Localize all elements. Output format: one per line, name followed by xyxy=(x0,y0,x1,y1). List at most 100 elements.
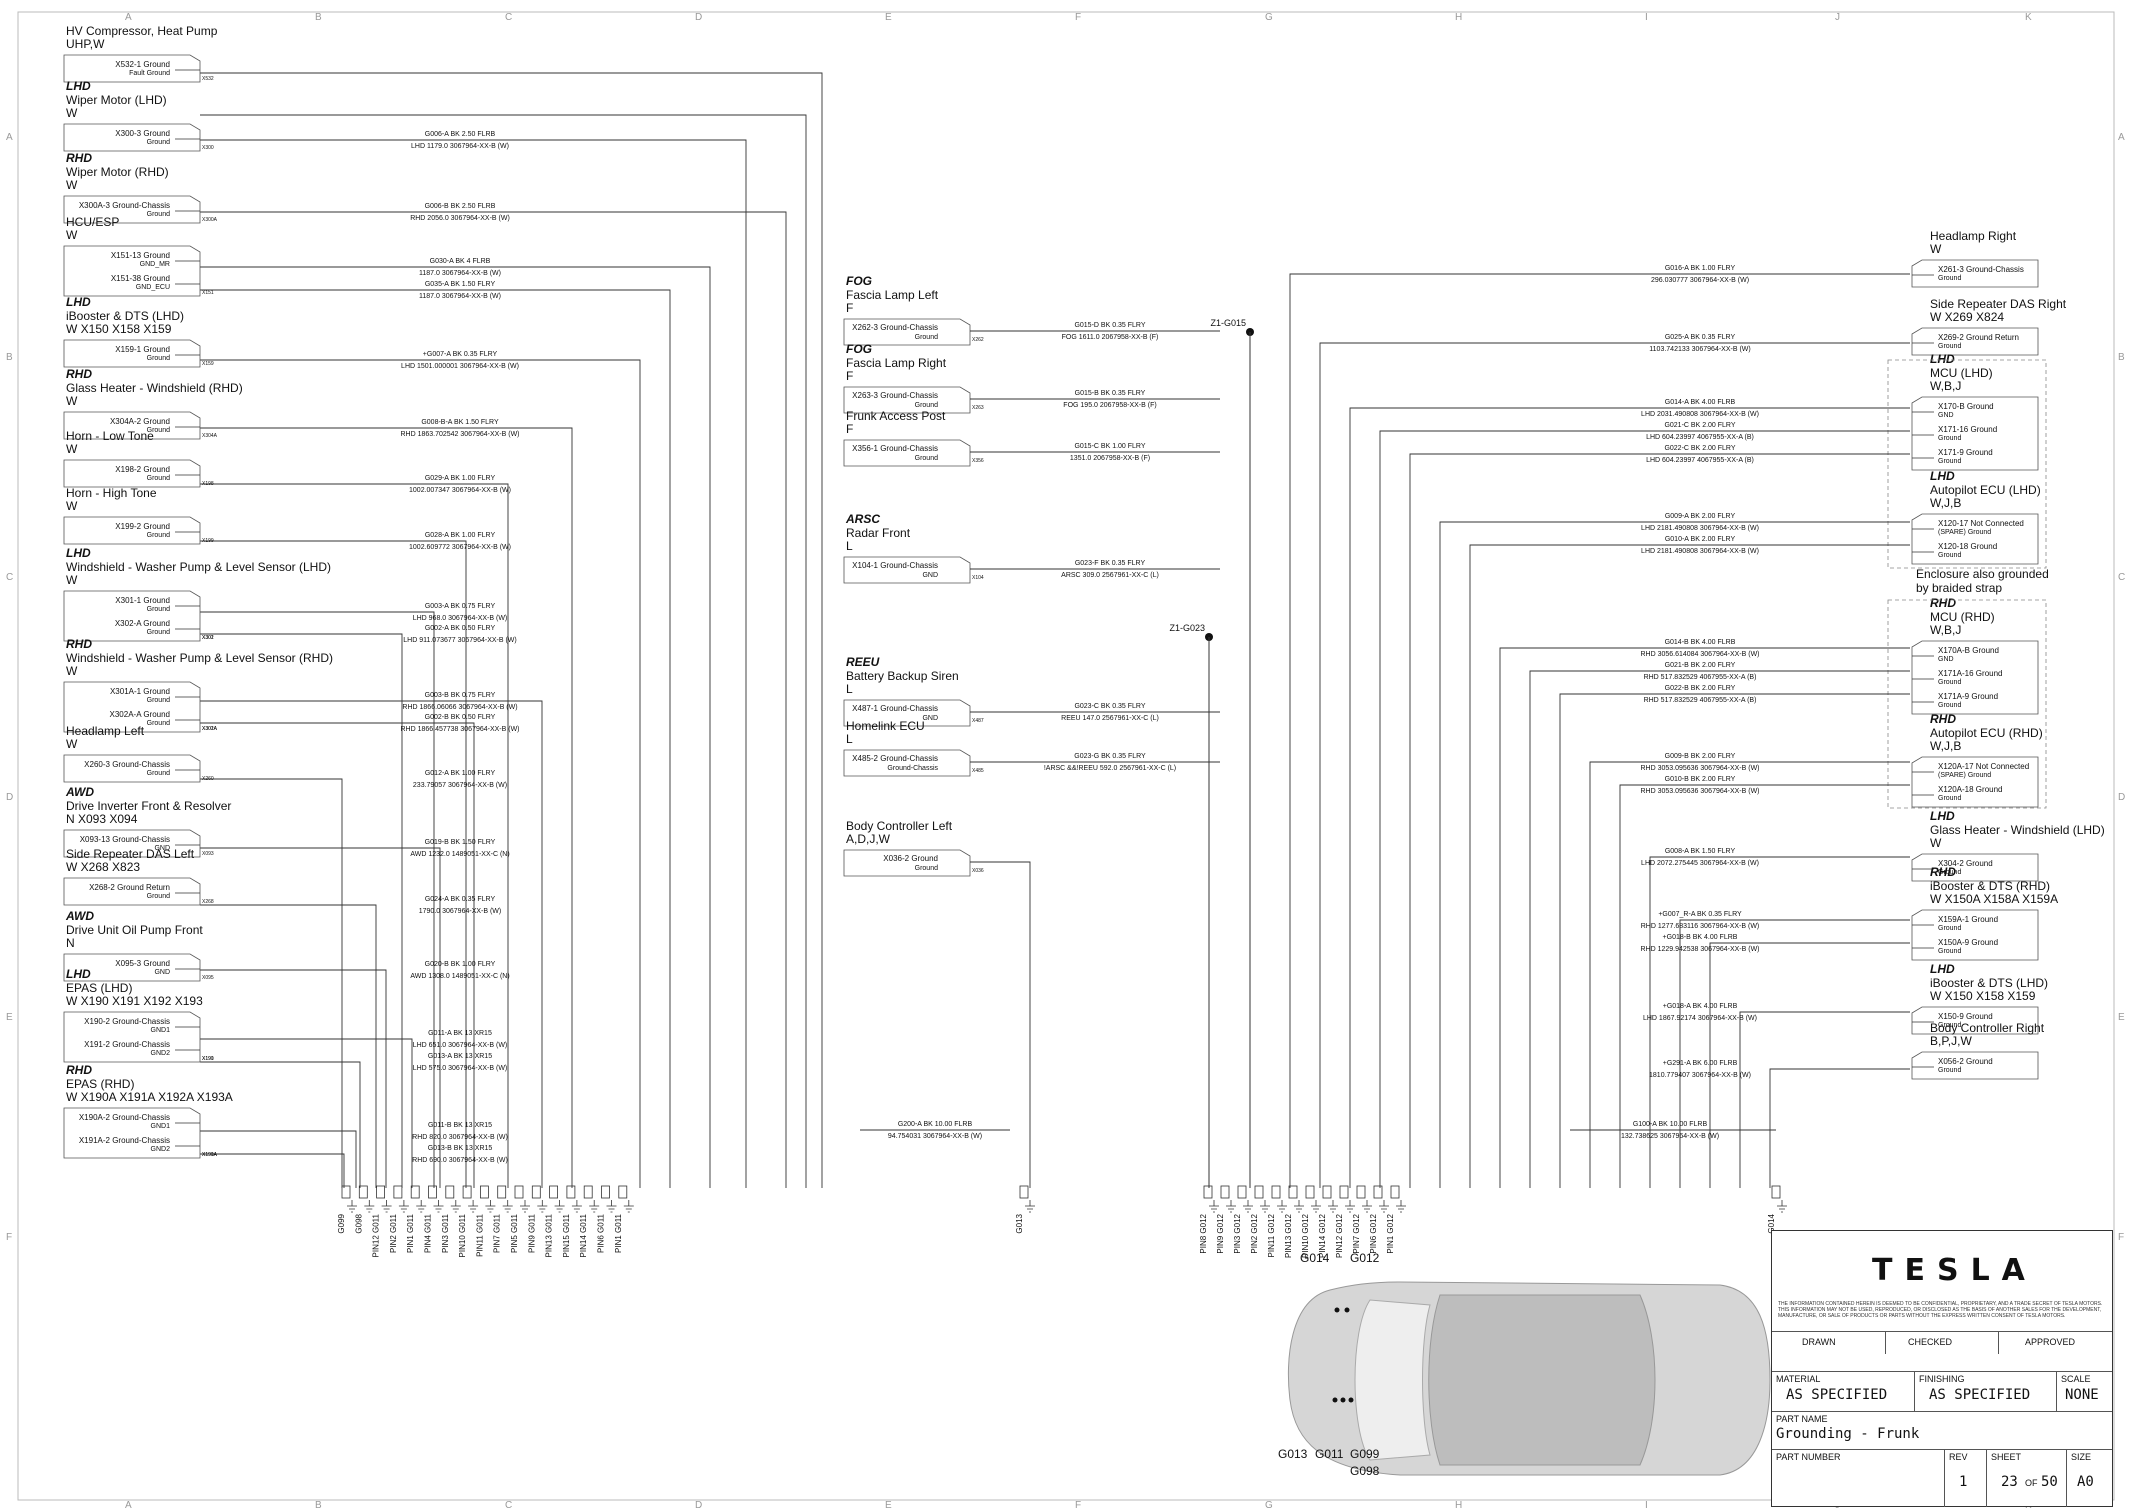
wire xyxy=(1589,761,1910,1188)
component-variant: W X150 X158 X159 xyxy=(66,322,172,336)
component-title: Headlamp Left xyxy=(66,724,145,738)
connector-tag: X191 xyxy=(202,1056,214,1062)
component-variant: W X269 X824 xyxy=(1930,310,2004,324)
finishing-label: FINISHING xyxy=(1919,1374,1965,1384)
grid-row-label: E xyxy=(2118,1012,2125,1023)
approved-label: APPROVED xyxy=(2025,1337,2076,1347)
connector-id: X120-18 Ground xyxy=(1938,542,1997,551)
pin-name: Ground xyxy=(1938,795,1961,802)
wire-spec: G021-B BK 2.00 FLRY xyxy=(1665,662,1736,669)
connector-id: X151-38 Ground xyxy=(111,274,170,283)
wire-length: RHD 1866.06066 3067964-XX-B (W) xyxy=(402,704,517,711)
component-title: Autopilot ECU (RHD) xyxy=(1930,726,2043,740)
wire-spec: G023-F BK 0.35 FLRY xyxy=(1075,560,1146,567)
ground-point-id: PIN1 G011 xyxy=(614,1213,623,1253)
ground-terminal xyxy=(549,1185,558,1199)
connector-box xyxy=(63,245,201,297)
wire-spec: G002-B BK 0.50 FLRY xyxy=(425,714,496,721)
wire-spec: G019-B BK 1.50 FLRY xyxy=(425,839,496,846)
connector-id: X150A-9 Ground xyxy=(1938,938,1998,947)
pin-name: Ground xyxy=(1938,343,1961,350)
connector-id: X191A-2 Ground-Chassis xyxy=(79,1136,170,1145)
connector-box xyxy=(63,459,201,488)
connector-id: X301-1 Ground xyxy=(115,596,170,605)
pin-name: GND xyxy=(922,715,938,722)
component-title: Horn - Low Tone xyxy=(66,429,154,443)
sheet-of: OF xyxy=(2025,1478,2038,1488)
option-code: LHD xyxy=(66,967,91,981)
ground-location-dot xyxy=(1340,1397,1346,1403)
pin-name: Ground xyxy=(1938,1022,1961,1029)
wire-length: 296.030777 3067964-XX-B (W) xyxy=(1651,277,1749,284)
ground-terminal xyxy=(428,1185,437,1199)
wire xyxy=(200,722,475,1188)
ground-symbol xyxy=(502,1200,513,1213)
connector-box xyxy=(843,849,971,877)
component-title: EPAS (LHD) xyxy=(66,981,132,995)
size-label: SIZE xyxy=(2071,1452,2092,1462)
grid-row-label: D xyxy=(2118,792,2125,803)
ground-location-dot xyxy=(1334,1307,1340,1313)
pin-name: (SPARE) Ground xyxy=(1938,529,1991,536)
component-title: Wiper Motor (LHD) xyxy=(66,93,167,107)
component-variant: W xyxy=(66,228,78,242)
ground-terminal xyxy=(497,1185,507,1199)
connector-tag: X485 xyxy=(972,768,984,774)
ground-point-id: PIN9 G012 xyxy=(1216,1213,1225,1253)
part-number-label: PART NUMBER xyxy=(1776,1452,1841,1462)
ground-terminal xyxy=(445,1185,455,1199)
wire xyxy=(200,778,343,1188)
wire-length: AWD 1232.0 1489051-XX-C (N) xyxy=(410,851,509,858)
component-title: MCU (RHD) xyxy=(1930,610,1995,624)
wire xyxy=(200,359,641,1188)
connector-box xyxy=(1911,327,2039,356)
wire-length: RHD 1277.683116 3067964-XX-B (W) xyxy=(1641,923,1760,930)
component-variant: W xyxy=(66,178,78,192)
ground-terminal xyxy=(601,1185,610,1199)
ground-terminal xyxy=(531,1185,541,1199)
connector-box xyxy=(63,1011,201,1063)
component-title: HV Compressor, Heat Pump xyxy=(66,24,218,38)
connector-tag: X199 xyxy=(202,538,214,544)
ground-point-id: G098 xyxy=(354,1213,363,1233)
wire xyxy=(200,427,573,1188)
connector-id: X304-2 Ground xyxy=(1938,859,1993,868)
connector-box xyxy=(63,1107,201,1159)
component-title: EPAS (RHD) xyxy=(66,1077,134,1091)
ground-point-id: PIN14 G011 xyxy=(579,1213,588,1257)
option-code: LHD xyxy=(1930,352,1955,366)
ground-point-id: PIN10 G012 xyxy=(1301,1213,1310,1258)
ground-point-id: PIN6 G012 xyxy=(1369,1213,1378,1253)
component-variant: W xyxy=(66,442,78,456)
connector-id: X159A-1 Ground xyxy=(1938,915,1998,924)
wire-length: 1351.0 2067958-XX-B (F) xyxy=(1070,455,1150,462)
ground-symbol xyxy=(554,1200,565,1213)
wire xyxy=(1619,784,1910,1188)
connector-tag: X302 xyxy=(202,635,214,641)
connector-id: X170-B Ground xyxy=(1938,402,1994,411)
pin-name: Ground xyxy=(147,475,170,482)
component-title: HCU/ESP xyxy=(66,215,119,229)
pin-name: Fault Ground xyxy=(129,70,170,77)
connector-box xyxy=(63,411,201,440)
pin-name: Ground xyxy=(147,606,170,613)
wire-spec: G002-A BK 0.50 FLRY xyxy=(425,625,496,632)
wire-length: 1810.779407 3067964-XX-B (W) xyxy=(1649,1072,1751,1079)
grid-col-label: J xyxy=(1835,12,1840,23)
sheet-label: SHEET xyxy=(1991,1452,2022,1462)
ground-symbol xyxy=(1328,1200,1338,1213)
approval-row: DRAWN CHECKED APPROVED xyxy=(1772,1331,2112,1354)
ground-terminal xyxy=(1203,1185,1213,1199)
component-variant: W,J,B xyxy=(1930,496,1961,510)
wire xyxy=(200,289,671,1188)
ground-terminal xyxy=(1254,1185,1264,1199)
pin-name: Ground xyxy=(147,139,170,146)
ground-terminal xyxy=(514,1185,524,1199)
connector-id: X151-13 Ground xyxy=(111,251,170,260)
connector-tag: X304A xyxy=(202,433,218,439)
connector-box xyxy=(1911,396,2039,471)
ground-symbol xyxy=(1396,1200,1406,1213)
option-code: RHD xyxy=(66,151,92,165)
